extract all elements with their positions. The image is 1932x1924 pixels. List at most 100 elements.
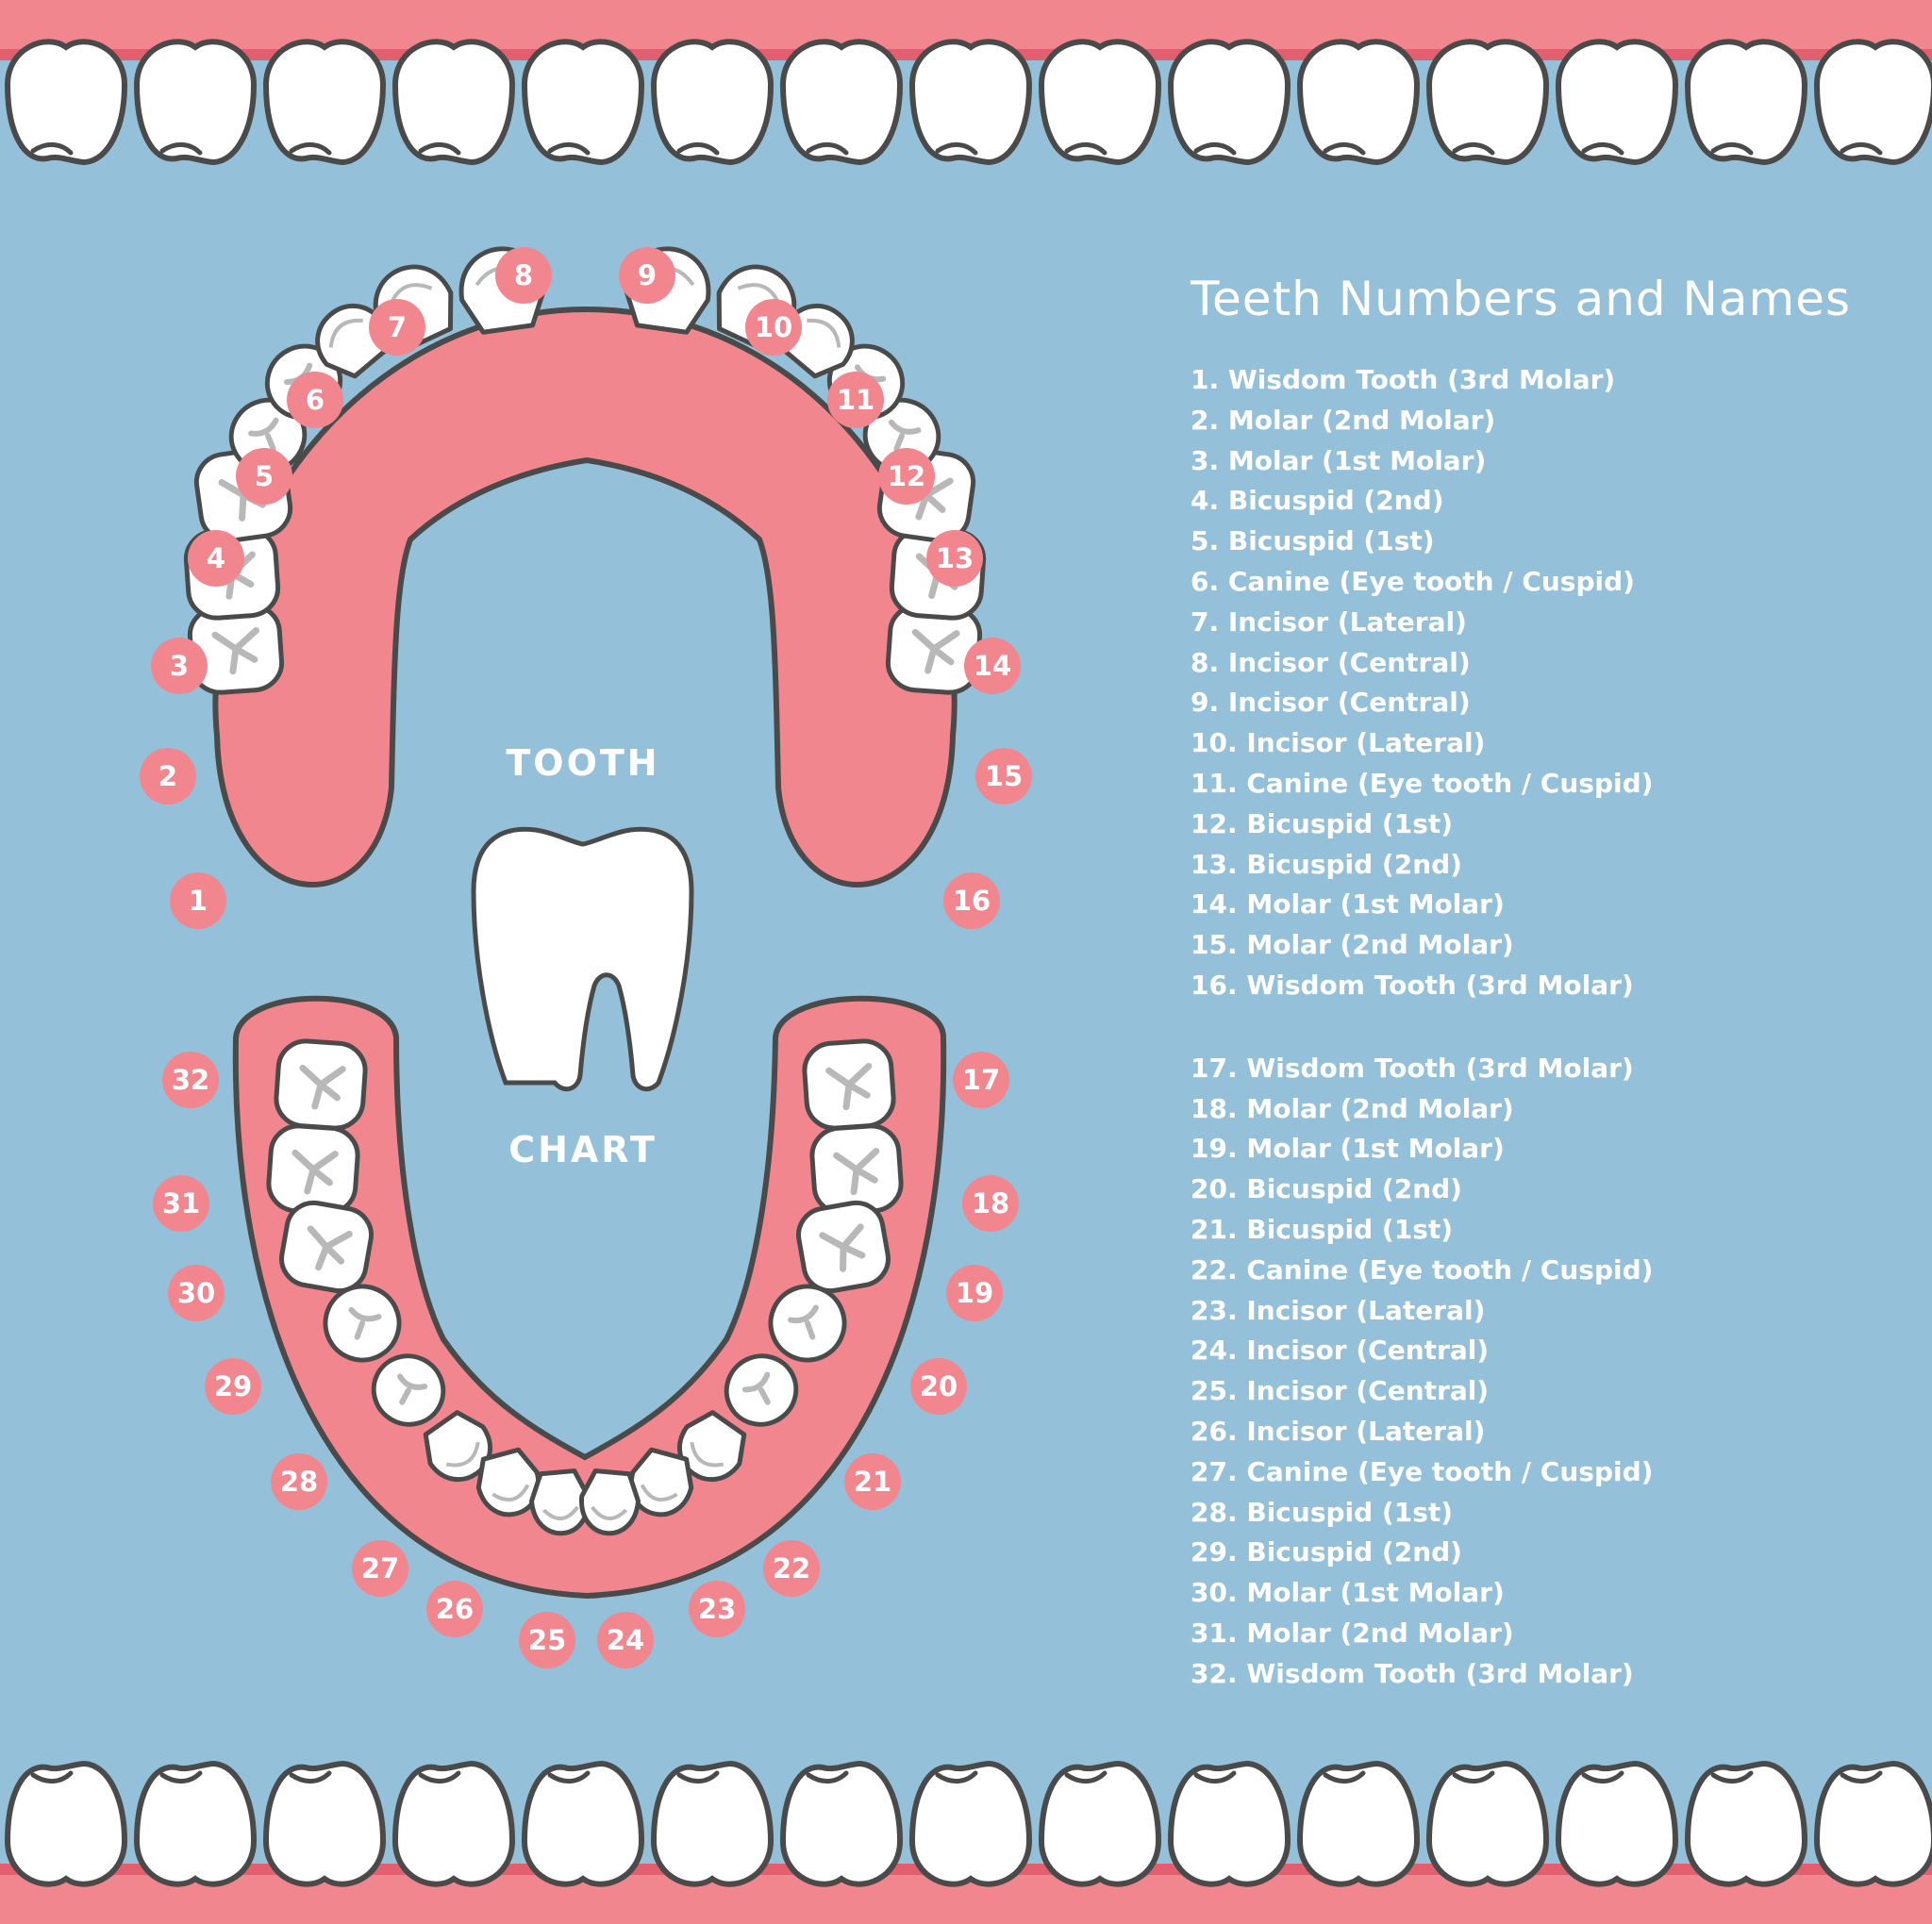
tooth-number-badge: 21 xyxy=(844,1453,901,1510)
tooth-row-icon xyxy=(1813,39,1932,166)
tooth-row-icon xyxy=(133,39,258,166)
tooth-row-icon xyxy=(779,1760,904,1887)
tooth-number-label: 11 xyxy=(837,384,874,416)
lower-teeth xyxy=(266,1038,904,1536)
upper-gum xyxy=(212,306,958,887)
tooth-row-icon xyxy=(1425,39,1550,166)
legend-item: 32. Wisdom Tooth (3rd Molar) xyxy=(1191,1657,1634,1689)
legend-title: Teeth Numbers and Names xyxy=(1191,272,1852,326)
tooth-number-badge: 11 xyxy=(827,372,884,428)
tooth-number-label: 18 xyxy=(972,1187,1009,1219)
legend-item: 20. Bicuspid (2nd) xyxy=(1191,1173,1462,1205)
tooth-number-label: 6 xyxy=(306,384,325,416)
tooth-number-badge: 20 xyxy=(910,1358,967,1415)
tooth-number-label: 30 xyxy=(177,1277,215,1309)
tooth-row-icon xyxy=(391,1760,516,1887)
legend-item: 15. Molar (2nd Molar) xyxy=(1191,929,1514,961)
tooth-icon xyxy=(423,1410,492,1483)
tooth-number-label: 21 xyxy=(854,1466,891,1498)
legend-item: 21. Bicuspid (1st) xyxy=(1191,1213,1454,1245)
legend-item: 22. Canine (Eye tooth / Cuspid) xyxy=(1191,1253,1654,1285)
tooth-number-badge: 27 xyxy=(352,1540,408,1597)
tooth-number-label: 23 xyxy=(698,1593,736,1625)
tooth-number-label: 17 xyxy=(962,1064,1000,1096)
legend-item: 14. Molar (1st Molar) xyxy=(1191,888,1505,921)
bottom-gum-border xyxy=(0,1760,1932,1924)
tooth-number-label: 14 xyxy=(974,650,1011,682)
legend-item: 2. Molar (2nd Molar) xyxy=(1191,404,1496,436)
tooth-number-label: 29 xyxy=(214,1370,252,1402)
tooth-row-icon xyxy=(650,39,774,166)
legend-item: 7. Incisor (Lateral) xyxy=(1191,605,1467,638)
tooth-row-icon xyxy=(521,39,645,166)
tooth-number-label: 27 xyxy=(361,1552,399,1584)
legend-item: 30. Molar (1st Molar) xyxy=(1191,1577,1505,1609)
tooth-number-badge: 26 xyxy=(426,1581,483,1637)
tooth-row-icon xyxy=(262,39,387,166)
legend-item: 16. Wisdom Tooth (3rd Molar) xyxy=(1191,969,1634,1001)
legend-item: 11. Canine (Eye tooth / Cuspid) xyxy=(1191,767,1654,799)
tooth-icon xyxy=(809,1123,904,1216)
diagram-title-top: TOOTH xyxy=(506,742,659,784)
tooth-number-badge: 18 xyxy=(962,1175,1019,1232)
lower-gum xyxy=(232,995,947,1600)
tooth-number-badge: 6 xyxy=(287,372,343,428)
tooth-number-badge: 5 xyxy=(236,448,292,505)
tooth-number-label: 20 xyxy=(920,1370,958,1402)
tooth-row-icon xyxy=(133,1760,258,1887)
tooth-number-label: 15 xyxy=(985,760,1023,792)
tooth-row-icon xyxy=(908,1760,1033,1887)
tooth-icon xyxy=(768,1284,847,1363)
tooth-row-icon xyxy=(1684,1760,1808,1887)
tooth-number-badge: 8 xyxy=(495,247,552,304)
tooth-number-label: 7 xyxy=(388,311,407,343)
tooth-number-label: 32 xyxy=(172,1064,209,1096)
tooth-icon xyxy=(279,1200,374,1294)
tooth-number-label: 25 xyxy=(528,1624,566,1656)
tooth-number-label: 5 xyxy=(255,460,274,492)
tooth-number-badge: 15 xyxy=(975,748,1032,804)
tooth-number-label: 12 xyxy=(888,460,925,492)
tooth-number-badge: 29 xyxy=(205,1358,261,1415)
tooth-number-label: 4 xyxy=(207,542,225,574)
tooth-row-icon xyxy=(262,1760,387,1887)
tooth-row-icon xyxy=(521,1760,645,1887)
tooth-number-badge: 12 xyxy=(878,448,935,505)
tooth-row-icon xyxy=(4,1760,128,1887)
tooth-number-label: 16 xyxy=(953,885,991,917)
lower-arch xyxy=(232,995,947,1600)
tooth-row-icon xyxy=(1167,1760,1291,1887)
tooth-number-badge: 32 xyxy=(162,1052,219,1108)
tooth-number-badge: 24 xyxy=(597,1612,654,1668)
tooth-row-icon xyxy=(1038,39,1162,166)
legend-item: 13. Bicuspid (2nd) xyxy=(1191,848,1462,880)
tooth-number-label: 1 xyxy=(189,885,208,917)
tooth-row-icon xyxy=(1296,39,1421,166)
legend-item: 6. Canine (Eye tooth / Cuspid) xyxy=(1191,565,1635,597)
tooth-number-badge: 19 xyxy=(946,1265,1003,1321)
legend-item: 5. Bicuspid (1st) xyxy=(1191,525,1435,557)
tooth-icon xyxy=(628,1447,694,1518)
tooth-number-label: 2 xyxy=(158,760,177,792)
tooth-row-icon xyxy=(908,39,1033,166)
legend-item: 3. Molar (1st Molar) xyxy=(1191,444,1487,476)
tooth-number-label: 22 xyxy=(773,1552,810,1584)
tooth-number-badge: 31 xyxy=(153,1175,209,1232)
tooth-row-icon xyxy=(391,39,516,166)
tooth-number-badge: 7 xyxy=(369,299,425,356)
tooth-number-label: 10 xyxy=(755,311,792,343)
tooth-row-icon xyxy=(1555,39,1679,166)
legend-item: 27. Canine (Eye tooth / Cuspid) xyxy=(1191,1455,1654,1487)
legend-item: 26. Incisor (Lateral) xyxy=(1191,1415,1486,1447)
tooth-number-label: 31 xyxy=(162,1187,200,1219)
tooth-number-badge: 13 xyxy=(926,530,983,587)
tooth-number-badge: 28 xyxy=(271,1453,327,1510)
tooth-row-icon xyxy=(1555,1760,1679,1887)
tooth-number-label: 24 xyxy=(607,1624,644,1656)
legend-item: 31. Molar (2nd Molar) xyxy=(1191,1617,1514,1649)
legend-item: 1. Wisdom Tooth (3rd Molar) xyxy=(1191,364,1616,395)
tooth-number-label: 9 xyxy=(638,259,657,291)
tooth-number-label: 19 xyxy=(956,1277,993,1309)
